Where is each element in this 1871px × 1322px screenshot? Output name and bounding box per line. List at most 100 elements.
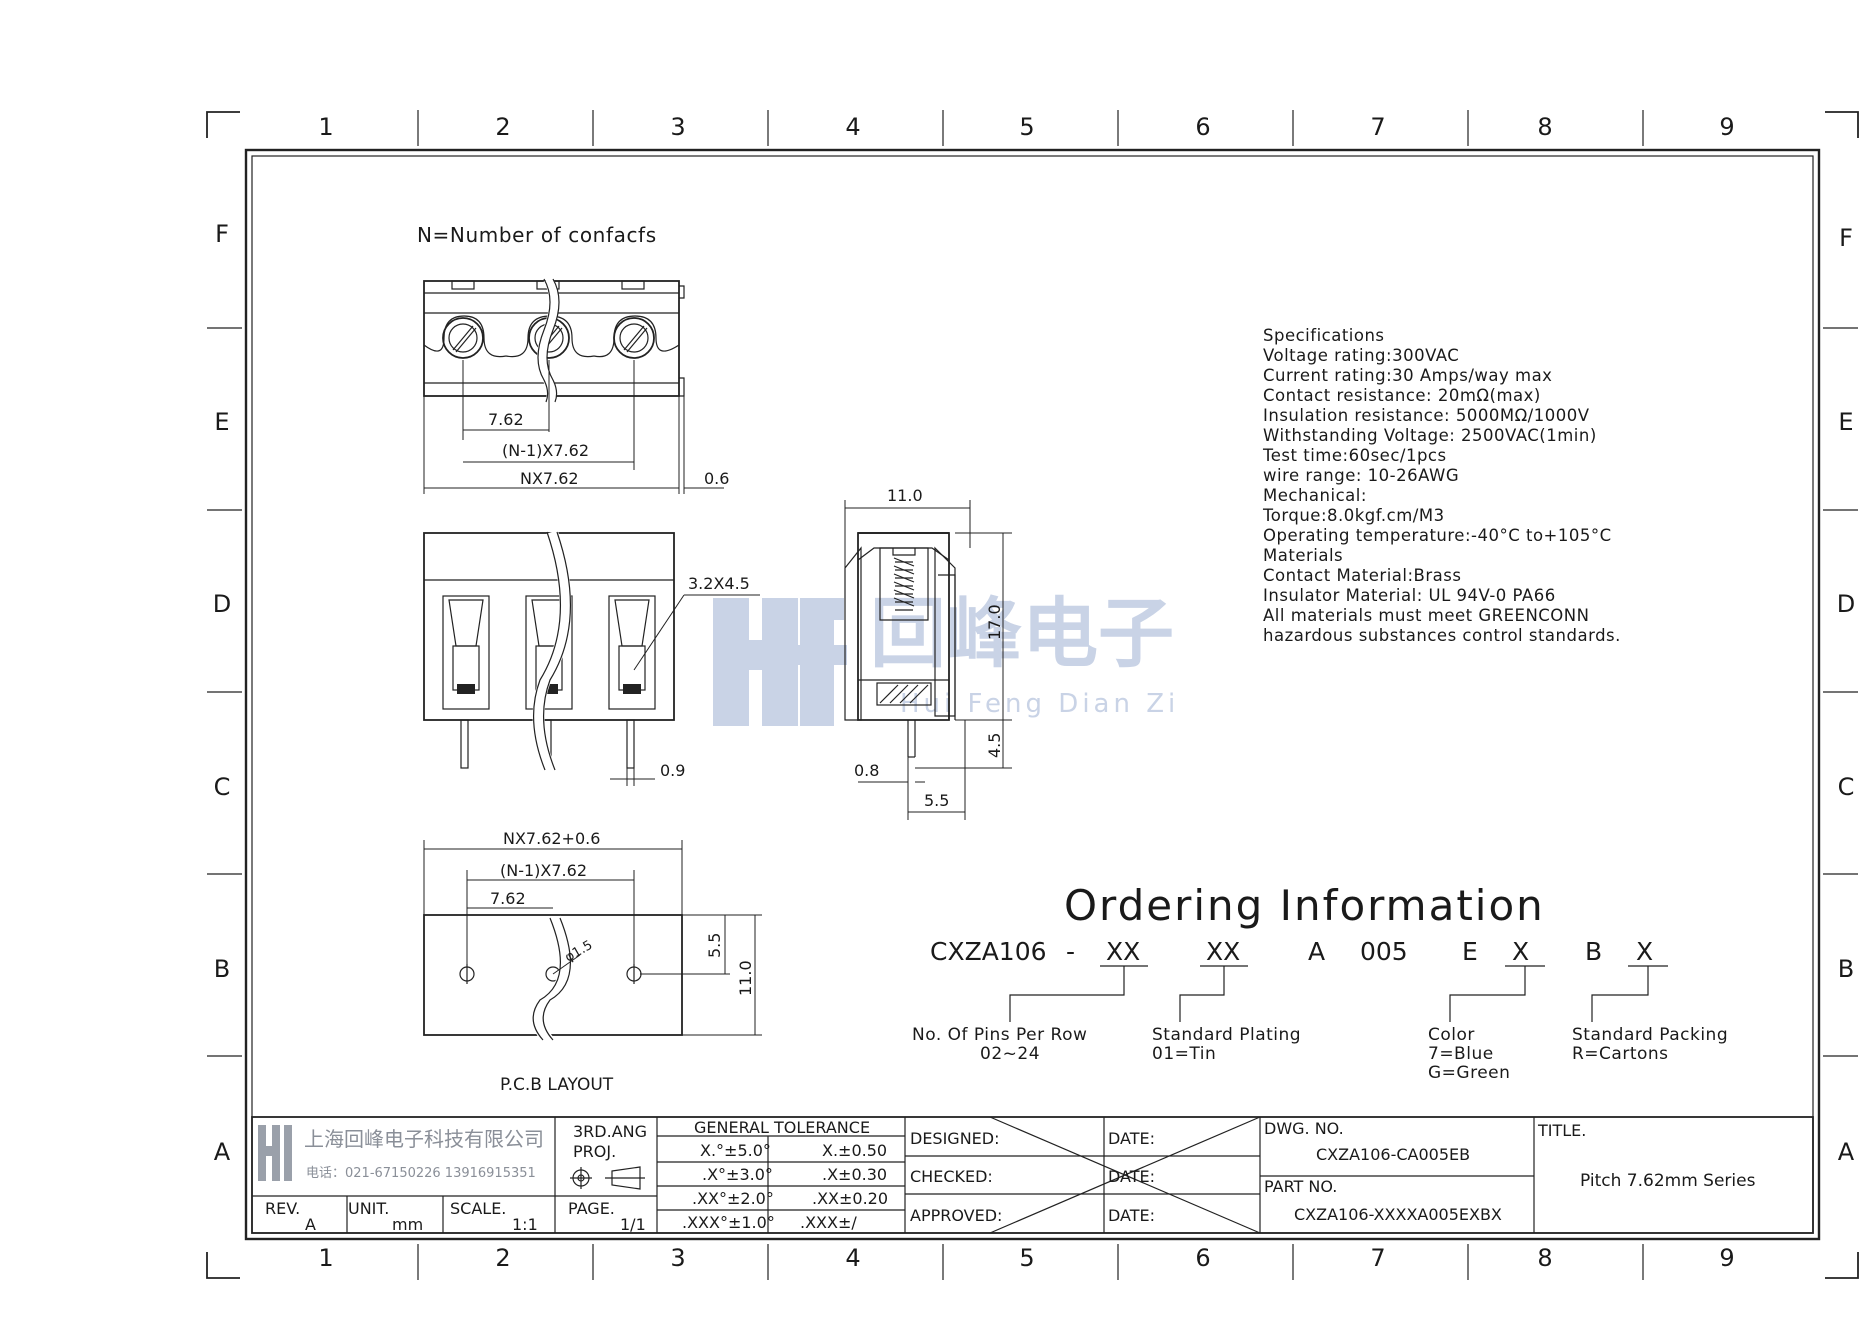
- unit-label: UNIT.: [348, 1199, 389, 1218]
- spec-line: Torque:8.0kgf.cm/M3: [1263, 506, 1445, 525]
- tol-angle-2: .XX°±2.0°: [692, 1189, 774, 1208]
- tol-angle-1: .X°±3.0°: [702, 1165, 773, 1184]
- col-label: 2: [495, 1244, 510, 1272]
- checked-label: CHECKED:: [910, 1167, 993, 1186]
- note-text: N=Number of confacfs: [417, 223, 657, 247]
- wire-entry-3: [608, 595, 656, 710]
- dim-pcb-n1: (N-1)X7.62: [500, 861, 587, 880]
- front-view: 3.2X4.5 0.9: [423, 530, 760, 786]
- company-phone: 电话：021-67150226 13916915351: [306, 1166, 536, 1181]
- callout-color-value: 7=Blue: [1428, 1044, 1494, 1064]
- code-plating: XX: [1206, 937, 1240, 966]
- col-label: 2: [495, 113, 510, 141]
- approved-date-label: DATE:: [1108, 1206, 1155, 1225]
- spec-line: Insulation resistance: 5000MΩ/1000V: [1263, 406, 1590, 425]
- dim-side-pin-pos: 5.5: [924, 791, 949, 810]
- title-label: TITLE.: [1537, 1121, 1586, 1140]
- row-label: E: [214, 408, 229, 436]
- spec-line: Current rating:30 Amps/way max: [1263, 366, 1553, 385]
- proj-line2: PROJ.: [573, 1142, 616, 1161]
- dim-pcb-pitch: 7.62: [490, 889, 526, 908]
- spec-line: All materials must meet GREENCONN: [1263, 606, 1590, 625]
- tol-linear-1: .X±0.30: [822, 1165, 887, 1184]
- company-name: 上海回峰电子科技有限公司: [304, 1127, 544, 1151]
- col-label: 8: [1537, 1244, 1552, 1272]
- designed-date-label: DATE:: [1108, 1129, 1155, 1148]
- dim-side-pin-len: 4.5: [985, 733, 1004, 758]
- row-label: A: [1838, 1138, 1855, 1166]
- callout-color-value2: G=Green: [1428, 1063, 1510, 1083]
- dim-pcb-total: NX7.62+0.6: [503, 829, 600, 848]
- row-label: D: [213, 590, 231, 618]
- callout-pins-value: 02~24: [980, 1044, 1040, 1064]
- page-value: 1/1: [620, 1215, 646, 1234]
- title-value: Pitch 7.62mm Series: [1580, 1171, 1756, 1191]
- top-view: 7.62 (N-1)X7.62 NX7.62 0.6: [423, 276, 729, 494]
- col-label: 5: [1019, 113, 1034, 141]
- callout-plating-label: Standard Plating: [1152, 1025, 1301, 1045]
- watermark-logo-icon: [713, 598, 847, 726]
- col-label: 6: [1195, 1244, 1210, 1272]
- spec-line: hazardous substances control standards.: [1263, 626, 1621, 645]
- spec-line: Specifications: [1263, 326, 1385, 345]
- tol-linear-0: X.±0.50: [822, 1141, 887, 1160]
- row-label: F: [1839, 224, 1853, 252]
- col-label: 1: [318, 1244, 333, 1272]
- col-label: 4: [845, 1244, 860, 1272]
- watermark-pinyin: Hui Feng Dian Zi: [900, 689, 1179, 719]
- ordering-info: Ordering Information CXZA106 - XX XX A 0…: [912, 881, 1728, 1083]
- col-label: 5: [1019, 1244, 1034, 1272]
- row-label: F: [215, 220, 229, 248]
- spec-line: Contact resistance: 20mΩ(max): [1263, 386, 1541, 405]
- code-b: B: [1585, 937, 1602, 966]
- row-label: D: [1837, 590, 1855, 618]
- watermark: 回峰电子 Hui Feng Dian Zi: [713, 589, 1179, 726]
- col-label: 1: [318, 113, 333, 141]
- row-label: C: [214, 773, 231, 801]
- col-label: 4: [845, 113, 860, 141]
- row-label: B: [214, 955, 230, 983]
- callout-plating-value: 01=Tin: [1152, 1044, 1216, 1064]
- col-label: 9: [1719, 1244, 1734, 1272]
- company-logo-icon: [258, 1125, 292, 1181]
- code-packing: X: [1636, 937, 1653, 966]
- wire-entry-1: [442, 595, 490, 710]
- dim-n-pitch: NX7.62: [520, 469, 579, 488]
- callout-packing-label: Standard Packing: [1572, 1025, 1728, 1045]
- col-label: 6: [1195, 113, 1210, 141]
- callout-pins-label: No. Of Pins Per Row: [912, 1025, 1087, 1045]
- rev-label: REV.: [265, 1199, 300, 1218]
- spec-line: Contact Material:Brass: [1263, 566, 1462, 585]
- dim-side-height: 17.0: [985, 604, 1004, 640]
- tol-angle-0: X.°±5.0°: [700, 1141, 771, 1160]
- watermark-cn: 回峰电子: [870, 589, 1174, 678]
- page-label: PAGE.: [568, 1199, 615, 1218]
- spec-line: Withstanding Voltage: 2500VAC(1min): [1263, 426, 1597, 445]
- spec-line: Operating temperature:-40°C to+105°C: [1263, 526, 1612, 545]
- spec-line: Voltage rating:300VAC: [1263, 346, 1460, 365]
- specifications: Specifications Voltage rating:300VAC Cur…: [1263, 326, 1621, 646]
- spec-line: Test time:60sec/1pcs: [1263, 446, 1447, 465]
- code-e: E: [1462, 937, 1478, 966]
- tol-linear-3: .XXX±/: [800, 1213, 857, 1232]
- row-labels-left: F E D C B A: [213, 220, 231, 1166]
- dim-wire-hole: 3.2X4.5: [688, 574, 750, 593]
- dim-n1-pitch: (N-1)X7.62: [502, 441, 589, 460]
- row-labels-right: F E D C B A: [1837, 224, 1855, 1166]
- col-label: 7: [1370, 113, 1385, 141]
- spec-line: Materials: [1263, 546, 1344, 565]
- projection-symbol-icon: [570, 1166, 645, 1190]
- pcb-layout: φ1.5 NX7.62+0.6 (N-1)X7.62 7.62 5.5 11.0…: [423, 829, 762, 1095]
- col-label: 3: [670, 1244, 685, 1272]
- dim-side-pin-w: 0.8: [854, 761, 879, 780]
- dim-gap: 0.6: [704, 469, 729, 488]
- dim-pin: 0.9: [660, 761, 685, 780]
- screw-terminal-3: [613, 317, 655, 359]
- checked-date-label: DATE:: [1108, 1167, 1155, 1186]
- scale-value: 1:1: [512, 1215, 538, 1234]
- code-base: CXZA106: [930, 937, 1047, 966]
- dim-pcb-depth: 11.0: [736, 960, 755, 996]
- row-label: C: [1838, 773, 1855, 801]
- col-label: 7: [1370, 1244, 1385, 1272]
- column-labels-bottom: 1 2 3 4 5 6 7 8 9: [318, 1244, 1734, 1272]
